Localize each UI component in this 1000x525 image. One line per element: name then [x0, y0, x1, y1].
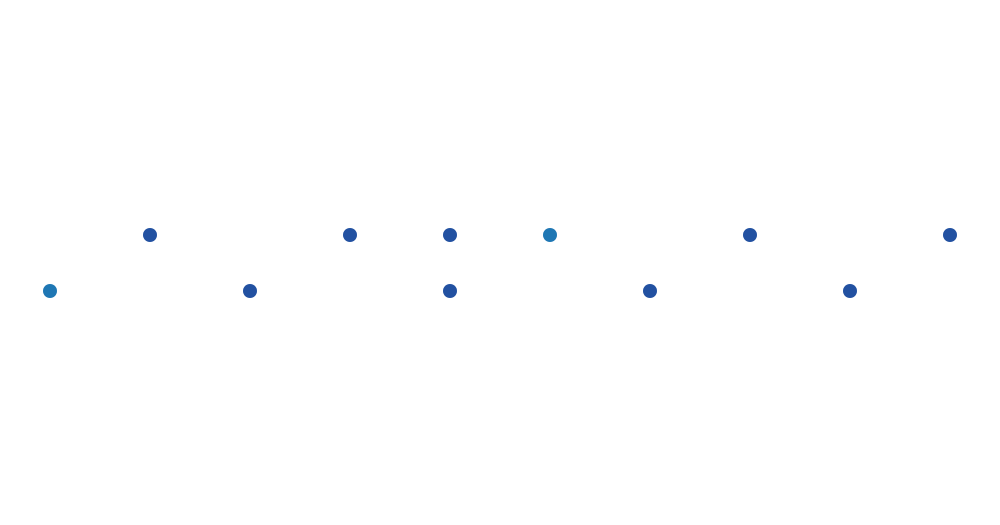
scatter-point-5: [443, 284, 457, 298]
scatter-point-7: [643, 284, 657, 298]
scatter-point-8: [743, 228, 757, 242]
scatter-point-2: [243, 284, 257, 298]
points-layer: [43, 228, 957, 298]
scatter-point-9: [843, 284, 857, 298]
scatter-point-6: [543, 228, 557, 242]
scatter-point-4: [443, 228, 457, 242]
scatter-point-0: [43, 284, 57, 298]
scatter-point-10: [943, 228, 957, 242]
scatter-point-1: [143, 228, 157, 242]
scatter-point-3: [343, 228, 357, 242]
